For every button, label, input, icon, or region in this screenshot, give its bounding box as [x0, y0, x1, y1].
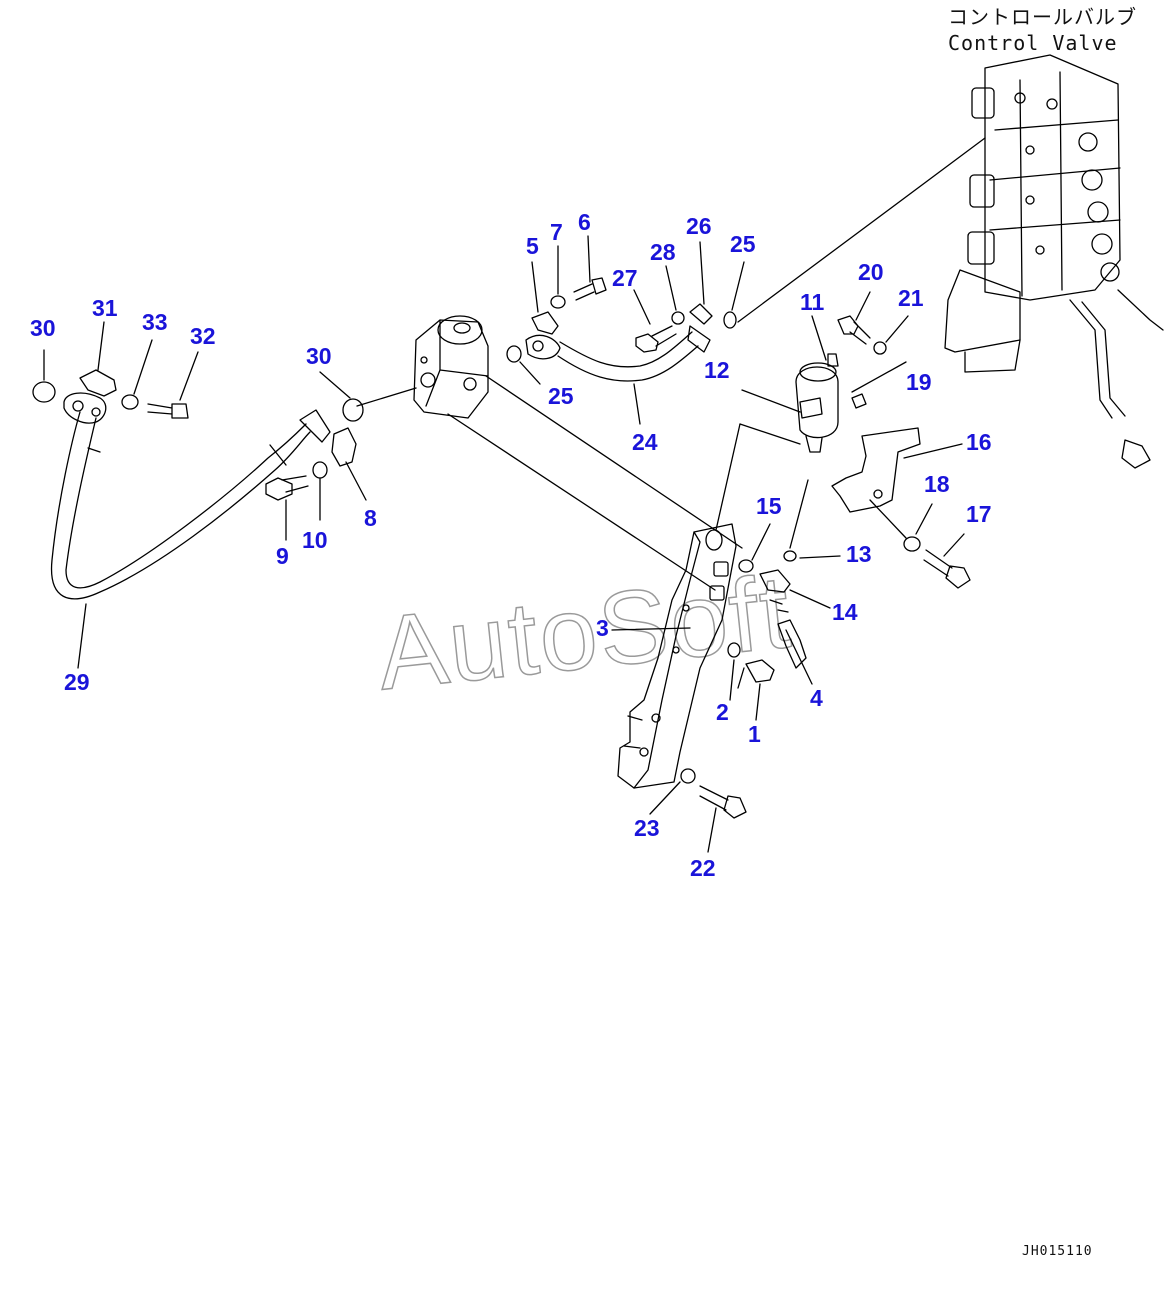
- callout-23: 23: [634, 815, 660, 841]
- leader-line-accum-c: [789, 479, 809, 549]
- callout-27: 27: [612, 265, 638, 291]
- bolt-20: [837, 315, 871, 345]
- callout-33: 33: [142, 309, 168, 335]
- bolt-6: [573, 277, 607, 301]
- sensor-14-detail: [769, 599, 789, 613]
- leader-line-accum-b: [715, 423, 741, 531]
- bolt-9: [265, 475, 309, 501]
- callout-4: 4: [810, 685, 823, 711]
- callout-29: 29: [64, 669, 90, 695]
- callout-17: 17: [966, 501, 992, 527]
- leader-line-accum-a: [739, 423, 801, 445]
- bolt-1: [737, 659, 775, 689]
- bolt-22: [699, 785, 747, 819]
- clip-19: [851, 393, 867, 409]
- clamp-26: [689, 303, 713, 325]
- bolt-17: [923, 549, 971, 589]
- callout-11: 11: [800, 289, 825, 315]
- callout-8: 8: [364, 505, 377, 531]
- tube-24: [525, 325, 711, 382]
- control-valve-label: コントロールバルブ Control Valve: [948, 4, 1137, 56]
- callout-28: 28: [650, 239, 676, 265]
- callout-leaders: [43, 235, 965, 853]
- callout-5: 5: [526, 233, 539, 259]
- bolt-27: [635, 325, 677, 353]
- washer-2: [727, 642, 741, 658]
- callout-20: 20: [858, 259, 884, 285]
- washer-21: [873, 341, 887, 355]
- callout-31: 31: [92, 295, 118, 321]
- clamp-31: [79, 369, 117, 397]
- callout-25a: 25: [548, 383, 574, 409]
- accumulator-11: [795, 353, 839, 453]
- callout-25b: 25: [730, 231, 756, 257]
- washer-28: [671, 311, 685, 325]
- callout-26: 26: [686, 213, 712, 239]
- clamp-8: [331, 427, 357, 467]
- drawing-code: JH015110: [1022, 1244, 1093, 1259]
- washer-7: [550, 295, 566, 309]
- washer-33: [121, 394, 139, 410]
- leader-line-block-b: [485, 375, 743, 549]
- bolt-32: [147, 403, 189, 419]
- leader-line-18: [869, 499, 907, 539]
- callout-1: 1: [748, 721, 761, 747]
- washer-23: [680, 768, 696, 784]
- callout-9: 9: [276, 543, 289, 569]
- seal-13: [783, 550, 797, 562]
- callout-18: 18: [924, 471, 950, 497]
- o-ring-25b: [723, 311, 737, 329]
- callout-13: 13: [846, 541, 872, 567]
- callout-7: 7: [550, 219, 563, 245]
- bracket-3: [617, 523, 737, 789]
- control-valve-label-jp: コントロールバルブ: [948, 5, 1137, 29]
- control-valve-assembly: [944, 54, 1164, 469]
- o-ring-30a: [32, 381, 56, 403]
- leader-line-30b: [356, 387, 417, 407]
- callout-3: 3: [596, 615, 609, 641]
- callout-numbers: 30 31 33 32 30 9 10 8 29 5 7 6 25 27 28 …: [30, 209, 992, 881]
- callout-32: 32: [190, 323, 216, 349]
- sensor-14: [759, 569, 791, 593]
- callout-16: 16: [966, 429, 992, 455]
- washer-10: [312, 461, 328, 479]
- callout-30a: 30: [30, 315, 56, 341]
- callout-15: 15: [756, 493, 782, 519]
- callout-12: 12: [704, 357, 730, 383]
- callout-6: 6: [578, 209, 591, 235]
- clamp-5: [531, 311, 559, 335]
- valve-block: [413, 315, 489, 419]
- hose-29: [50, 392, 331, 600]
- callout-2: 2: [716, 699, 729, 725]
- seal-15: [738, 559, 754, 573]
- callout-24: 24: [632, 429, 658, 455]
- callout-14: 14: [832, 599, 858, 625]
- callout-10: 10: [302, 527, 328, 553]
- control-valve-label-en: Control Valve: [948, 31, 1118, 55]
- washer-18: [903, 536, 921, 552]
- o-ring-25a: [506, 345, 522, 363]
- o-ring-30b: [342, 398, 364, 422]
- adaptor-4: [777, 619, 807, 669]
- leader-line-block-a: [447, 413, 716, 591]
- callout-22: 22: [690, 855, 716, 881]
- callout-30b: 30: [306, 343, 332, 369]
- leader-line-19: [851, 361, 907, 393]
- callout-19: 19: [906, 369, 932, 395]
- bracket-16: [831, 427, 921, 513]
- callout-21: 21: [898, 285, 924, 311]
- leader-line-valve: [737, 137, 986, 323]
